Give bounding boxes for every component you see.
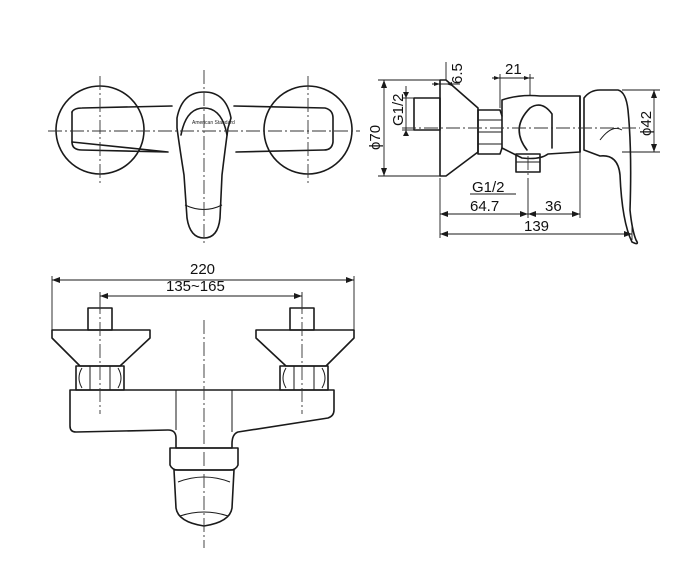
top-body-bar: [71, 105, 334, 153]
top-handle-inner: [180, 107, 228, 136]
dim-flange-diameter: ϕ70: [367, 125, 384, 150]
dim-depth-handle: 36: [545, 198, 562, 215]
wall-pipe: [413, 97, 441, 131]
dim-thread-wall: G1/2: [390, 93, 407, 126]
logo-text: American Standard: [192, 120, 235, 126]
right-nut: [279, 365, 329, 391]
side-outlet: [515, 153, 541, 173]
front-view: 220 135~165: [51, 261, 355, 548]
dim-overall-width: 220: [190, 261, 215, 278]
left-flange: [51, 329, 151, 367]
dim-total-depth: 139: [524, 218, 549, 235]
top-view: American Standard: [48, 70, 360, 246]
dim-nut-width: 21: [505, 61, 522, 78]
side-view: ϕ70 G1/2 6.5 21 ϕ42 G1/2: [367, 61, 660, 245]
right-flange: [255, 329, 355, 367]
side-handle: [583, 89, 639, 245]
front-body: [69, 389, 335, 449]
dim-center-distance: 135~165: [166, 278, 225, 295]
dim-depth-outlet: 64.7: [470, 198, 499, 215]
dim-flange-thickness: 6.5: [449, 63, 466, 84]
dim-handle-diameter: ϕ42: [638, 111, 655, 136]
dim-thread-outlet: G1/2: [472, 179, 505, 196]
